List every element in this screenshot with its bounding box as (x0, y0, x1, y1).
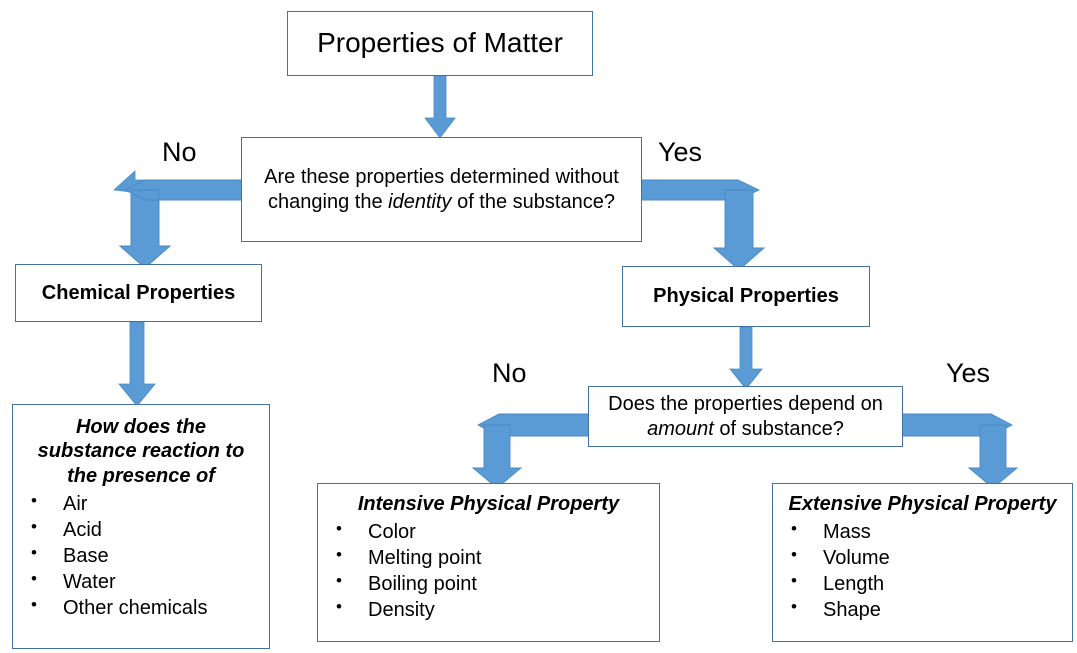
list-item: Water (27, 568, 269, 595)
chemical-detail-heading-line3: the presence of (67, 464, 215, 487)
node-properties-of-matter[interactable]: Properties of Matter (287, 11, 593, 76)
node-chemical-properties[interactable]: Chemical Properties (15, 264, 262, 322)
branch-label-yes-1: Yes (658, 137, 703, 167)
intensive-list: Color Melting point Boiling point Densit… (318, 518, 659, 623)
node-chemical-properties-label: Chemical Properties (41, 281, 236, 304)
branch-label-no-1: No (162, 137, 197, 167)
node-decision-identity[interactable]: Are these properties determined without … (241, 137, 642, 242)
extensive-heading: Extensive Physical Property (788, 493, 1057, 515)
decision-amount-text-after: of substance? (713, 417, 844, 440)
list-item: Melting point (332, 544, 659, 571)
decision-identity-text-italic: identity (388, 190, 452, 213)
decision-amount-text-italic: amount (647, 417, 714, 440)
list-item: Density (332, 596, 659, 623)
arrow-physical-to-decision2 (729, 326, 763, 390)
chemical-detail-list: Air Acid Base Water Other chemicals (13, 490, 269, 621)
chemical-detail-heading: How does the substance reaction to the p… (13, 415, 269, 488)
node-decision-amount-label: Does the properties depend on amount of … (589, 392, 902, 441)
intensive-heading: Intensive Physical Property (357, 493, 620, 515)
decision-identity-text-before: Are these properties determined without … (264, 166, 619, 213)
arrow-chemical-to-detail (118, 321, 156, 407)
list-item: Base (27, 542, 269, 569)
node-chemical-detail[interactable]: How does the substance reaction to the p… (12, 404, 270, 649)
node-extensive-physical-property[interactable]: Extensive Physical Property Mass Volume … (772, 483, 1073, 642)
extensive-list: Mass Volume Length Shape (773, 518, 1072, 623)
node-properties-of-matter-label: Properties of Matter (317, 27, 563, 59)
list-item: Volume (787, 544, 1072, 571)
list-item: Acid (27, 516, 269, 543)
list-item: Shape (787, 596, 1072, 623)
list-item: Color (332, 518, 659, 545)
list-item: Boiling point (332, 570, 659, 597)
node-intensive-physical-property[interactable]: Intensive Physical Property Color Meltin… (317, 483, 660, 642)
branch-label-no-2: No (492, 358, 527, 388)
list-item: Mass (787, 518, 1072, 545)
node-physical-properties-label: Physical Properties (653, 285, 839, 308)
decision-amount-text-before: Does the properties depend on (608, 393, 883, 416)
node-decision-identity-label: Are these properties determined without … (242, 165, 641, 214)
list-item: Other chemicals (27, 594, 269, 621)
node-physical-properties[interactable]: Physical Properties (622, 266, 870, 327)
arrow-root-to-decision1 (424, 75, 456, 139)
arrow-decision2-yes-to-extensive (895, 404, 1024, 489)
list-item: Length (787, 570, 1072, 597)
decision-identity-text-after: of the substance? (451, 190, 615, 213)
node-decision-amount[interactable]: Does the properties depend on amount of … (588, 386, 903, 447)
chemical-detail-heading-line2: substance reaction to (37, 440, 245, 463)
arrow-decision2-no-to-intensive (468, 404, 595, 489)
arrow-decision1-no-to-chemical (113, 168, 247, 269)
arrow-decision1-yes-to-physical (637, 168, 770, 271)
branch-label-yes-2: Yes (946, 358, 991, 388)
chemical-detail-heading-line1: How does the (75, 416, 206, 438)
list-item: Air (27, 490, 269, 517)
